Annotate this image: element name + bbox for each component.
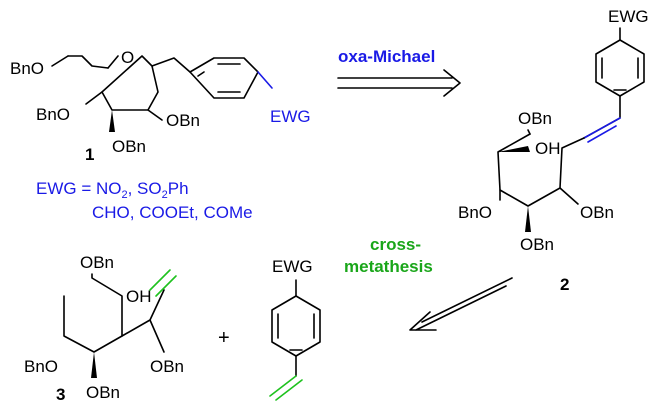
ewg-def-suffix: Ph (168, 179, 189, 198)
compound-2: EWG OBn OH BnO OBn OBn 2 (458, 7, 649, 294)
compound-3-obn-right-bond (149, 319, 165, 353)
compound-3-obn-top: OBn (80, 253, 114, 272)
oxa-michael-arrow (337, 69, 461, 97)
compound-1-c4-bond (85, 91, 103, 105)
compound-2-alkene (583, 117, 621, 143)
compound-1-c6-bond (67, 55, 109, 69)
ewg-definition-line2: CHO, COOEt, COMe (92, 203, 253, 222)
compound-3-obn-right: OBn (150, 357, 184, 376)
compound-1-obn-right: OBn (166, 111, 200, 130)
compound-1-o-bond (51, 55, 69, 67)
compound-2-vinyl (583, 95, 621, 139)
styrene-benzene-inner (277, 313, 315, 351)
compound-2-bno-left: BnO (458, 203, 492, 222)
ewg-def-prefix: EWG = NO (36, 179, 121, 198)
styrene: EWG (269, 257, 321, 401)
compound-2-obn-wedge (525, 206, 531, 232)
styrene-benzene (271, 295, 321, 357)
compound-2-number: 2 (560, 275, 569, 294)
compound-2-oh-wedge (498, 146, 530, 152)
oxa-michael-label: oxa-Michael (338, 47, 435, 66)
ewg-def-sub2: 2 (162, 189, 168, 201)
compound-1-number: 1 (85, 145, 94, 164)
ewg-def-mid: , SO (128, 179, 162, 198)
compound-1-ewg: EWG (270, 107, 311, 126)
compound-1-benzyl-bond (151, 57, 191, 73)
compound-3-oh: OH (126, 287, 152, 306)
compound-3-obn-bottom: OBn (86, 383, 120, 402)
compound-2-obn-bottom: OBn (520, 235, 554, 254)
retro-arrow-oxa-michael: oxa-Michael (337, 47, 461, 97)
compound-3-chain (63, 273, 123, 353)
compound-2-obn-right-bond (559, 187, 579, 205)
compound-3-wedge (91, 352, 97, 378)
compound-2-benzene (595, 39, 645, 97)
retro-arrow-cross-metathesis: cross- metathesis (344, 235, 513, 331)
ewg-definition-line1: EWG = NO2, SO2Ph (36, 179, 189, 201)
compound-3-bno-left: BnO (24, 357, 58, 376)
compound-2-obn-top: OBn (518, 109, 552, 128)
styrene-ewg: EWG (272, 257, 313, 276)
compound-3-number: 3 (56, 385, 65, 404)
compound-1-benzene-inner (197, 63, 241, 93)
cross-label-line2: metathesis (344, 257, 433, 276)
cross-metathesis-arrow (409, 277, 513, 331)
compound-3: OBn OH BnO OBn OBn 3 (24, 253, 184, 404)
compound-3-terminal-alkene (149, 269, 177, 297)
compound-1-obn-bottom: OBn (112, 137, 146, 156)
cross-label-line1: cross- (370, 235, 421, 254)
compound-2-ch2-bond (527, 129, 531, 135)
compound-1-bno-left: BnO (36, 105, 70, 124)
compound-1-c2-bond (147, 109, 163, 121)
compound-1: O BnO BnO OBn OBn EWG 1 (10, 48, 311, 164)
compound-2-ewg: EWG (608, 7, 649, 26)
styrene-alkene (269, 375, 303, 401)
compound-1-bno-top: BnO (10, 59, 44, 78)
ewg-definition: EWG = NO2, SO2Ph CHO, COOEt, COMe (36, 179, 253, 222)
compound-2-oh: OH (535, 139, 561, 158)
compound-2-benzene-inner (601, 57, 639, 91)
plus-sign: + (218, 327, 230, 349)
compound-1-ewg-bond (257, 71, 273, 89)
compound-2-obn-right: OBn (580, 203, 614, 222)
compound-1-ring-oxygen: O (121, 48, 134, 67)
compound-1-c3-wedge (109, 110, 115, 132)
ewg-def-sub1: 2 (121, 189, 127, 201)
